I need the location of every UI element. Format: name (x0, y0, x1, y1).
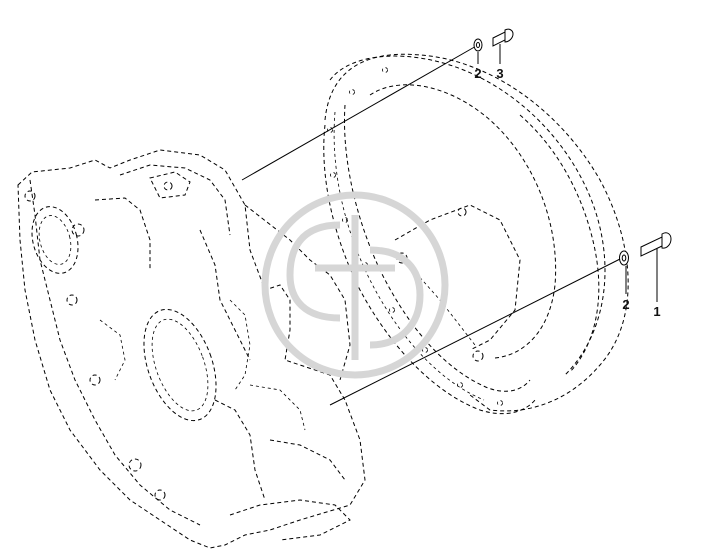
flange-hole-4 (89, 374, 101, 386)
bell-body (329, 55, 606, 376)
housing-bore-left-inner (38, 215, 72, 265)
bell-inner-opening (369, 84, 557, 359)
bell-right-rim (519, 114, 600, 373)
bell-boss-3 (457, 207, 467, 217)
bell-housing (323, 53, 629, 415)
washer-right (619, 250, 629, 266)
housing-center-bore-inner (151, 318, 209, 412)
housing-bore-left (31, 206, 79, 274)
washer-top (473, 38, 483, 52)
housing-detail-3 (249, 384, 306, 431)
center-line-top (241, 44, 479, 181)
bell-flange-outer (323, 124, 536, 415)
housing-top-rib (119, 164, 231, 236)
housing-top-boss (149, 171, 191, 199)
housing-detail-2 (229, 299, 251, 391)
bolt-top (492, 28, 514, 47)
flange-bolt-pattern (327, 67, 503, 406)
bell-outer-rim (324, 53, 629, 412)
housing-center-bore (143, 308, 217, 422)
callout-3-top: 3 (496, 66, 503, 81)
bolt-right (640, 232, 672, 257)
watermark-logo (261, 191, 449, 379)
flange-hole-5 (128, 458, 142, 472)
housing-rib-4 (269, 439, 346, 481)
flange-hole-1 (24, 190, 36, 202)
housing-bottom-foot (229, 499, 351, 541)
housing-rib-1 (94, 197, 151, 270)
gear-housing (17, 149, 366, 549)
flange-hole-3 (66, 294, 78, 306)
bell-boss-2 (472, 350, 484, 362)
flange-hole-2 (71, 223, 85, 237)
housing-flange (29, 179, 201, 526)
bell-flange-inner (344, 104, 531, 392)
housing-rib-2 (199, 229, 251, 361)
callout-2-top: 2 (474, 66, 481, 81)
boss-hole (163, 181, 173, 191)
housing-detail-1 (99, 319, 126, 381)
callout-2-right: 2 (622, 297, 629, 312)
callout-1-right: 1 (653, 304, 660, 319)
housing-rib-3 (214, 399, 266, 501)
housing-side-face (244, 204, 351, 381)
center-line-bottom (329, 256, 625, 406)
flange-hole-6 (154, 489, 166, 501)
housing-outline (17, 149, 366, 549)
center-lines (241, 44, 625, 406)
